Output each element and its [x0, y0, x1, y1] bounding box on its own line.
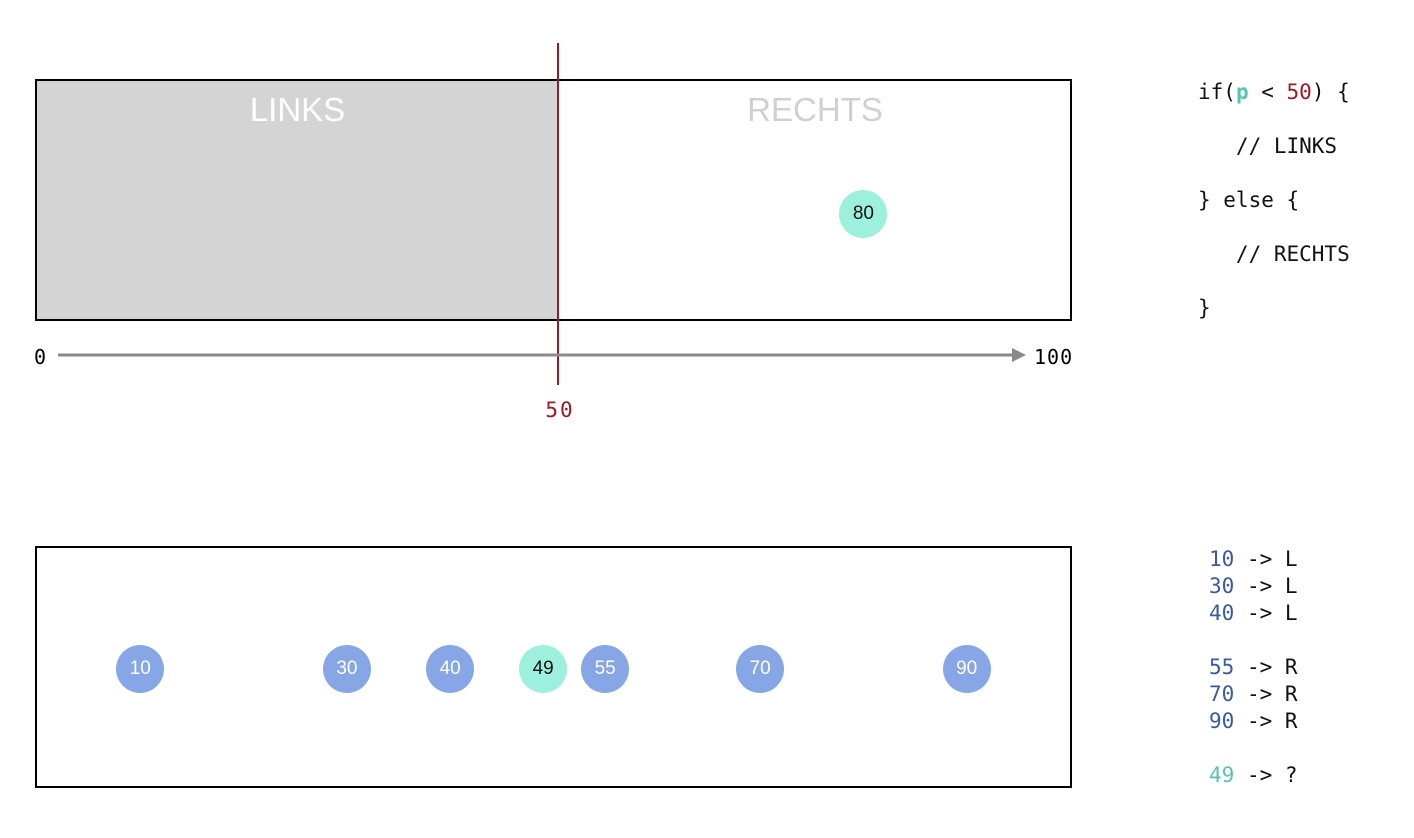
mapping-row: 30 -> L: [1209, 574, 1298, 598]
threshold-label: 50: [545, 398, 575, 422]
mapping-row: 70 -> R: [1209, 682, 1298, 706]
mapping-row-query: 49 -> ?: [1209, 763, 1298, 787]
code-line-else: } else {: [1198, 188, 1300, 212]
sample-point: 70: [736, 645, 785, 693]
axis-min-label: 0: [34, 345, 47, 369]
mapping-row: 40 -> L: [1209, 601, 1298, 625]
threshold-line: [557, 43, 559, 385]
axis-max-label: 100: [1034, 345, 1074, 369]
query-point: 49: [519, 645, 568, 693]
left-region: [37, 81, 558, 319]
axis-arrow: [58, 348, 1026, 362]
code-line-right-comment: // RECHTS: [1198, 242, 1350, 266]
sample-point: 90: [942, 645, 991, 693]
mapping-row: 90 -> R: [1209, 709, 1298, 733]
sample-point: 55: [581, 645, 630, 693]
code-line-if: if(p < 50) {: [1198, 80, 1350, 104]
sample-point: 40: [426, 645, 475, 693]
probe-point: 80: [839, 190, 888, 238]
right-region-label: RECHTS: [747, 91, 883, 128]
code-line-left-comment: // LINKS: [1198, 134, 1338, 158]
sample-point: 10: [116, 645, 165, 693]
partition-panel: LINKS RECHTS: [35, 79, 1072, 321]
sample-point: 30: [322, 645, 371, 693]
code-line-close: }: [1198, 296, 1211, 320]
mapping-row: 10 -> L: [1209, 547, 1298, 571]
mapping-row: 55 -> R: [1209, 655, 1298, 679]
left-region-label: LINKS: [249, 91, 346, 128]
